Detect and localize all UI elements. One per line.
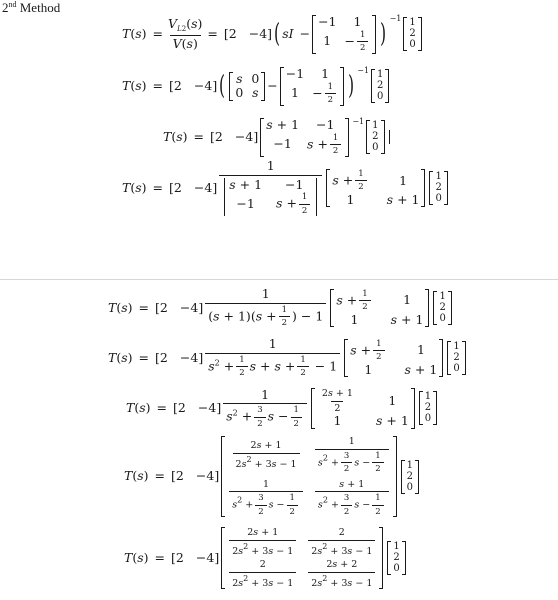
method-heading: 2nd Method <box>2 0 61 15</box>
row-vector: [2−4] <box>223 26 273 41</box>
section-divider <box>0 279 558 280</box>
